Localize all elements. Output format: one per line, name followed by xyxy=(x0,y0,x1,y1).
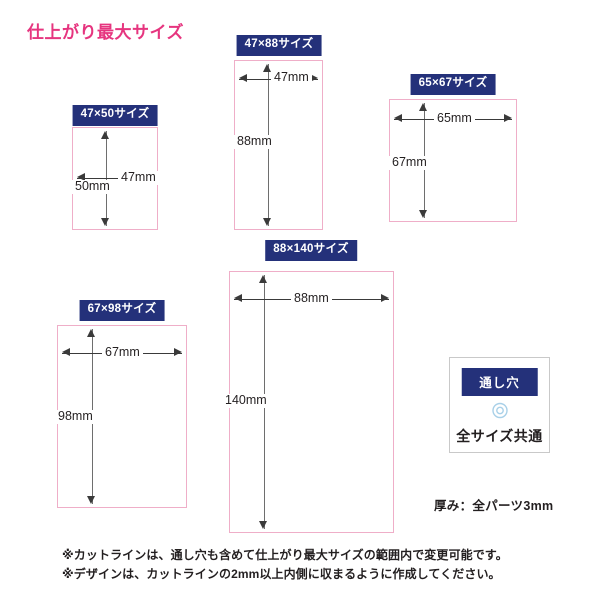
footer-note-1: ※カットラインは、通し穴も含めて仕上がり最大サイズの範囲内で変更可能です。 xyxy=(62,548,508,562)
dimension-label-height-47x50: 50mm xyxy=(72,179,113,194)
dimension-label-height-65x67: 67mm xyxy=(389,155,430,170)
size-badge-47x50: 47×50サイズ xyxy=(72,105,158,126)
footer-notes: ※カットラインは、通し穴も含めて仕上がり最大サイズの範囲内で変更可能です。 ※デ… xyxy=(62,546,508,583)
dimension-label-height-67x98: 98mm xyxy=(55,409,96,424)
through-hole-panel: 通し穴 全サイズ共通 xyxy=(449,357,550,453)
thickness-note: 厚み：全パーツ3mm xyxy=(434,499,554,513)
dimension-label-width-47x88: 47mm xyxy=(271,70,312,85)
dimension-arrow-vertical-47x50 xyxy=(100,131,111,226)
dimension-label-width-88x140: 88mm xyxy=(291,291,332,306)
size-badge-88x140: 88×140サイズ xyxy=(265,240,357,261)
size-badge-67x98: 67×98サイズ xyxy=(79,300,165,321)
dimension-label-height-88x140: 140mm xyxy=(222,393,270,408)
size-badge-47x88: 47×88サイズ xyxy=(236,35,322,56)
page-title: 仕上がり最大サイズ xyxy=(27,23,184,42)
dimension-label-height-47x88: 88mm xyxy=(234,134,275,149)
through-hole-badge: 通し穴 xyxy=(461,368,538,396)
dimension-label-width-67x98: 67mm xyxy=(102,345,143,360)
dimension-label-width-47x50: 47mm xyxy=(118,170,159,185)
ring-hole-icon xyxy=(491,402,508,419)
footer-note-2: ※デザインは、カットラインの2mm以上内側に収まるように作成してください。 xyxy=(62,566,501,581)
dimension-label-width-65x67: 65mm xyxy=(434,111,475,126)
through-hole-caption: 全サイズ共通 xyxy=(456,428,543,444)
size-badge-65x67: 65×67サイズ xyxy=(410,74,496,95)
